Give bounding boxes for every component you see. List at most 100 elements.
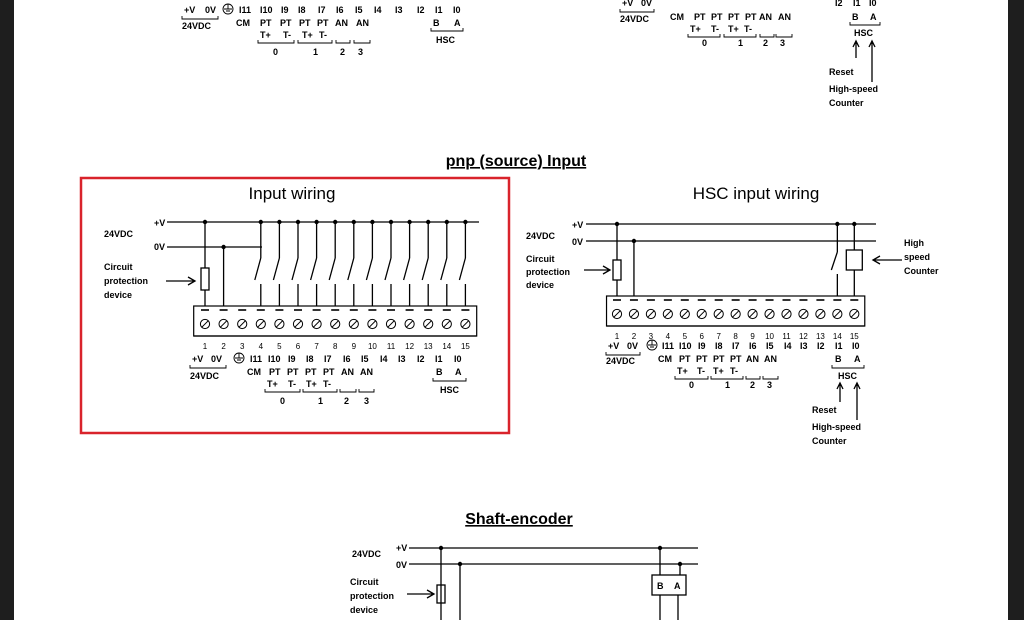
top-left-an2: AN [356, 18, 369, 28]
top-right-i2: I2 [835, 0, 843, 8]
top-right-a: A [870, 12, 877, 22]
highlight-box [79, 176, 511, 435]
top-right-hsc: HSC [854, 28, 874, 38]
shaft-protection-label: protection [350, 591, 394, 601]
left-legend-i4: I4 [380, 354, 388, 364]
right-terminal-number: 15 [850, 332, 859, 341]
right-terminal-number: 8 [733, 332, 738, 341]
top-right-g0: 0 [702, 38, 707, 48]
left-legend-tminus: T- [288, 379, 296, 389]
right-legend-a: A [854, 354, 861, 364]
top-left-i6: I6 [336, 5, 344, 15]
right-terminal-number: 3 [649, 332, 654, 341]
right-legend-i6: I6 [749, 341, 757, 351]
top-left-i5: I5 [355, 5, 363, 15]
top-right-g3: 3 [780, 38, 785, 48]
top-left-g1: 1 [313, 47, 318, 57]
left-legend-i0: I0 [454, 354, 462, 364]
left-legend-pt4: PT [323, 367, 335, 377]
left-legend-an2: AN [360, 367, 373, 377]
right-legend-g2: 2 [750, 380, 755, 390]
right-legend-i10: I10 [679, 341, 692, 351]
left-legend-pt1: PT [269, 367, 281, 377]
top-right-24vdc: 24VDC [620, 14, 650, 24]
right-legend-i2: I2 [817, 341, 825, 351]
top-right-terminal-legend: +V 0V 24VDC CM PT PT PT PT AN AN I2 I1 I… [619, 0, 881, 108]
shaft-fuse-icon [436, 584, 446, 604]
left-switch [440, 257, 448, 281]
left-switch [421, 257, 429, 281]
right-legend-zero-v: 0V [627, 341, 638, 351]
right-device-label: device [526, 280, 554, 290]
right-legend-pt2: PT [696, 354, 708, 364]
left-legend-i10: I10 [268, 354, 281, 364]
right-legend-cm: CM [658, 354, 672, 364]
top-right-i0: I0 [869, 0, 877, 8]
left-legend-i7: I7 [324, 354, 332, 364]
shaft-24vdc-label: 24VDC [352, 549, 382, 559]
right-protection-label: protection [526, 267, 570, 277]
top-left-24vdc: 24VDC [182, 21, 212, 31]
left-legend-an1: AN [341, 367, 354, 377]
top-right-pt3: PT [728, 12, 740, 22]
left-switch [254, 257, 262, 281]
left-switch [291, 257, 299, 281]
right-plus-v-label: +V [572, 220, 583, 230]
top-left-tplus: T+ [260, 30, 271, 40]
top-right-an2: AN [778, 12, 791, 22]
left-legend-i5: I5 [361, 354, 369, 364]
left-switch [272, 257, 281, 281]
top-left-i3: I3 [395, 5, 403, 15]
top-left-i2: I2 [417, 5, 425, 15]
right-reset-switch [830, 224, 838, 296]
top-left-i9: I9 [281, 5, 289, 15]
right-counter-arrow [871, 255, 902, 265]
left-terminal-number: 2 [221, 342, 226, 351]
left-legend-i2: I2 [417, 354, 425, 364]
top-left-tplus2: T+ [302, 30, 313, 40]
left-terminal-number: 4 [259, 342, 264, 351]
top-right-i1: I1 [853, 0, 861, 8]
left-terminal-number: 5 [277, 342, 282, 351]
right-legend-i9: I9 [698, 341, 706, 351]
right-legend-i7: I7 [732, 341, 740, 351]
left-terminal-number: 9 [352, 342, 357, 351]
left-legend-tminus2: T- [323, 379, 331, 389]
right-legend-tminus: T- [697, 366, 705, 376]
top-left-zero-v: 0V [205, 5, 216, 15]
top-right-pt2: PT [711, 12, 723, 22]
right-legend-tminus2: T- [730, 366, 738, 376]
right-legend-i11: I11 [662, 341, 674, 351]
top-right-counter: Counter [829, 98, 864, 108]
document-page: +V 0V 24VDC I11 I10 I9 I8 I7 I6 I5 I4 I3… [14, 0, 1008, 620]
top-left-pt1: PT [260, 18, 272, 28]
top-left-i11: I11 [239, 5, 251, 15]
left-legend-tplus: T+ [267, 379, 278, 389]
top-left-pt3: PT [299, 18, 311, 28]
left-terminal-number: 11 [387, 342, 396, 351]
left-legend-pt2: PT [287, 367, 299, 377]
left-legend-g1: 1 [318, 396, 323, 406]
right-legend-hsc: HSC [838, 371, 858, 381]
top-right-tplus2: T+ [728, 24, 739, 34]
top-left-pt2: PT [280, 18, 292, 28]
left-switch [309, 257, 318, 281]
left-device-label: device [104, 290, 132, 300]
left-legend-24vdc: 24VDC [190, 371, 220, 381]
top-right-high-speed: High-speed [829, 84, 878, 94]
left-terminal-number: 14 [442, 342, 451, 351]
left-legend-b: B [436, 367, 443, 377]
shaft-device-label: device [350, 605, 378, 615]
right-counter-label: Counter [904, 266, 939, 276]
left-wiring [167, 219, 479, 306]
right-terminal-number: 14 [833, 332, 842, 341]
left-legend-hsc: HSC [440, 385, 460, 395]
shaft-encoder-box [651, 574, 687, 596]
left-terminal-number: 13 [424, 342, 433, 351]
top-left-b: B [433, 18, 440, 28]
left-terminal-number: 12 [405, 342, 414, 351]
top-right-zero-v: 0V [641, 0, 652, 8]
shaft-circuit-label: Circuit [350, 577, 379, 587]
top-right-tminus2: T- [744, 24, 752, 34]
